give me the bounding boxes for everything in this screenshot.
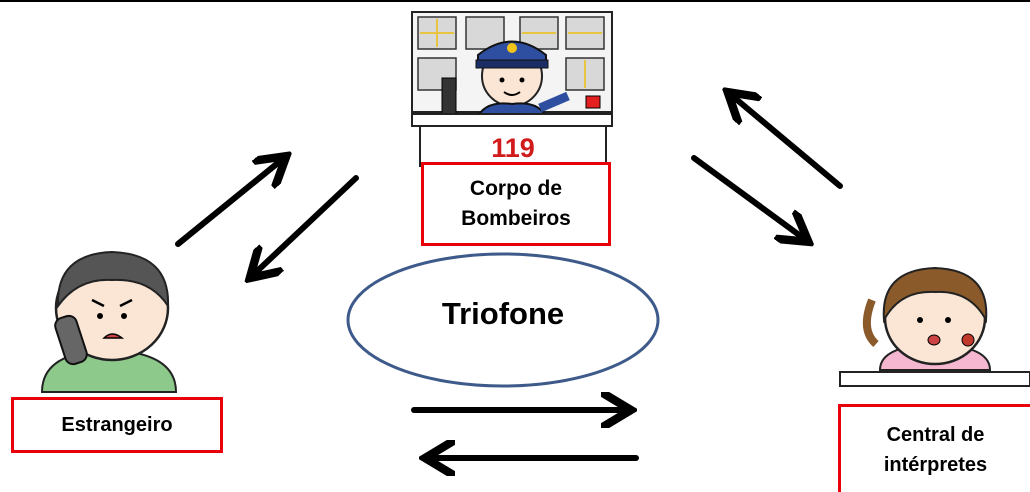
triofone-ellipse xyxy=(346,252,660,388)
interpreter-center-label-box: Central de intérpretes xyxy=(838,404,1030,492)
arrow-foreigner-to-fire xyxy=(175,158,284,247)
fire-department-line1: Corpo de xyxy=(469,177,563,200)
foreigner-label: Estrangeiro xyxy=(61,413,173,436)
interpreter-illustration xyxy=(839,266,1030,387)
interpreter-center-line2: intérpretes xyxy=(883,453,988,476)
fire-department-line2: Bombeiros xyxy=(461,207,571,230)
triofone-label: Triofone xyxy=(441,296,565,331)
arrow-fire-to-foreigner xyxy=(252,175,359,276)
fire-department-label-box: Corpo de Bombeiros xyxy=(421,162,611,246)
interpreter-center-line1: Central de xyxy=(886,423,985,446)
foreigner-illustration xyxy=(40,250,178,393)
dispatcher-illustration: 119 xyxy=(411,11,613,167)
arrow-interpreter-to-fire xyxy=(730,94,843,189)
sign-119-text: 119 xyxy=(491,133,535,163)
top-border-line xyxy=(0,0,1030,2)
arrow-fire-to-interpreter xyxy=(691,155,806,240)
foreigner-label-box: Estrangeiro xyxy=(11,397,223,453)
